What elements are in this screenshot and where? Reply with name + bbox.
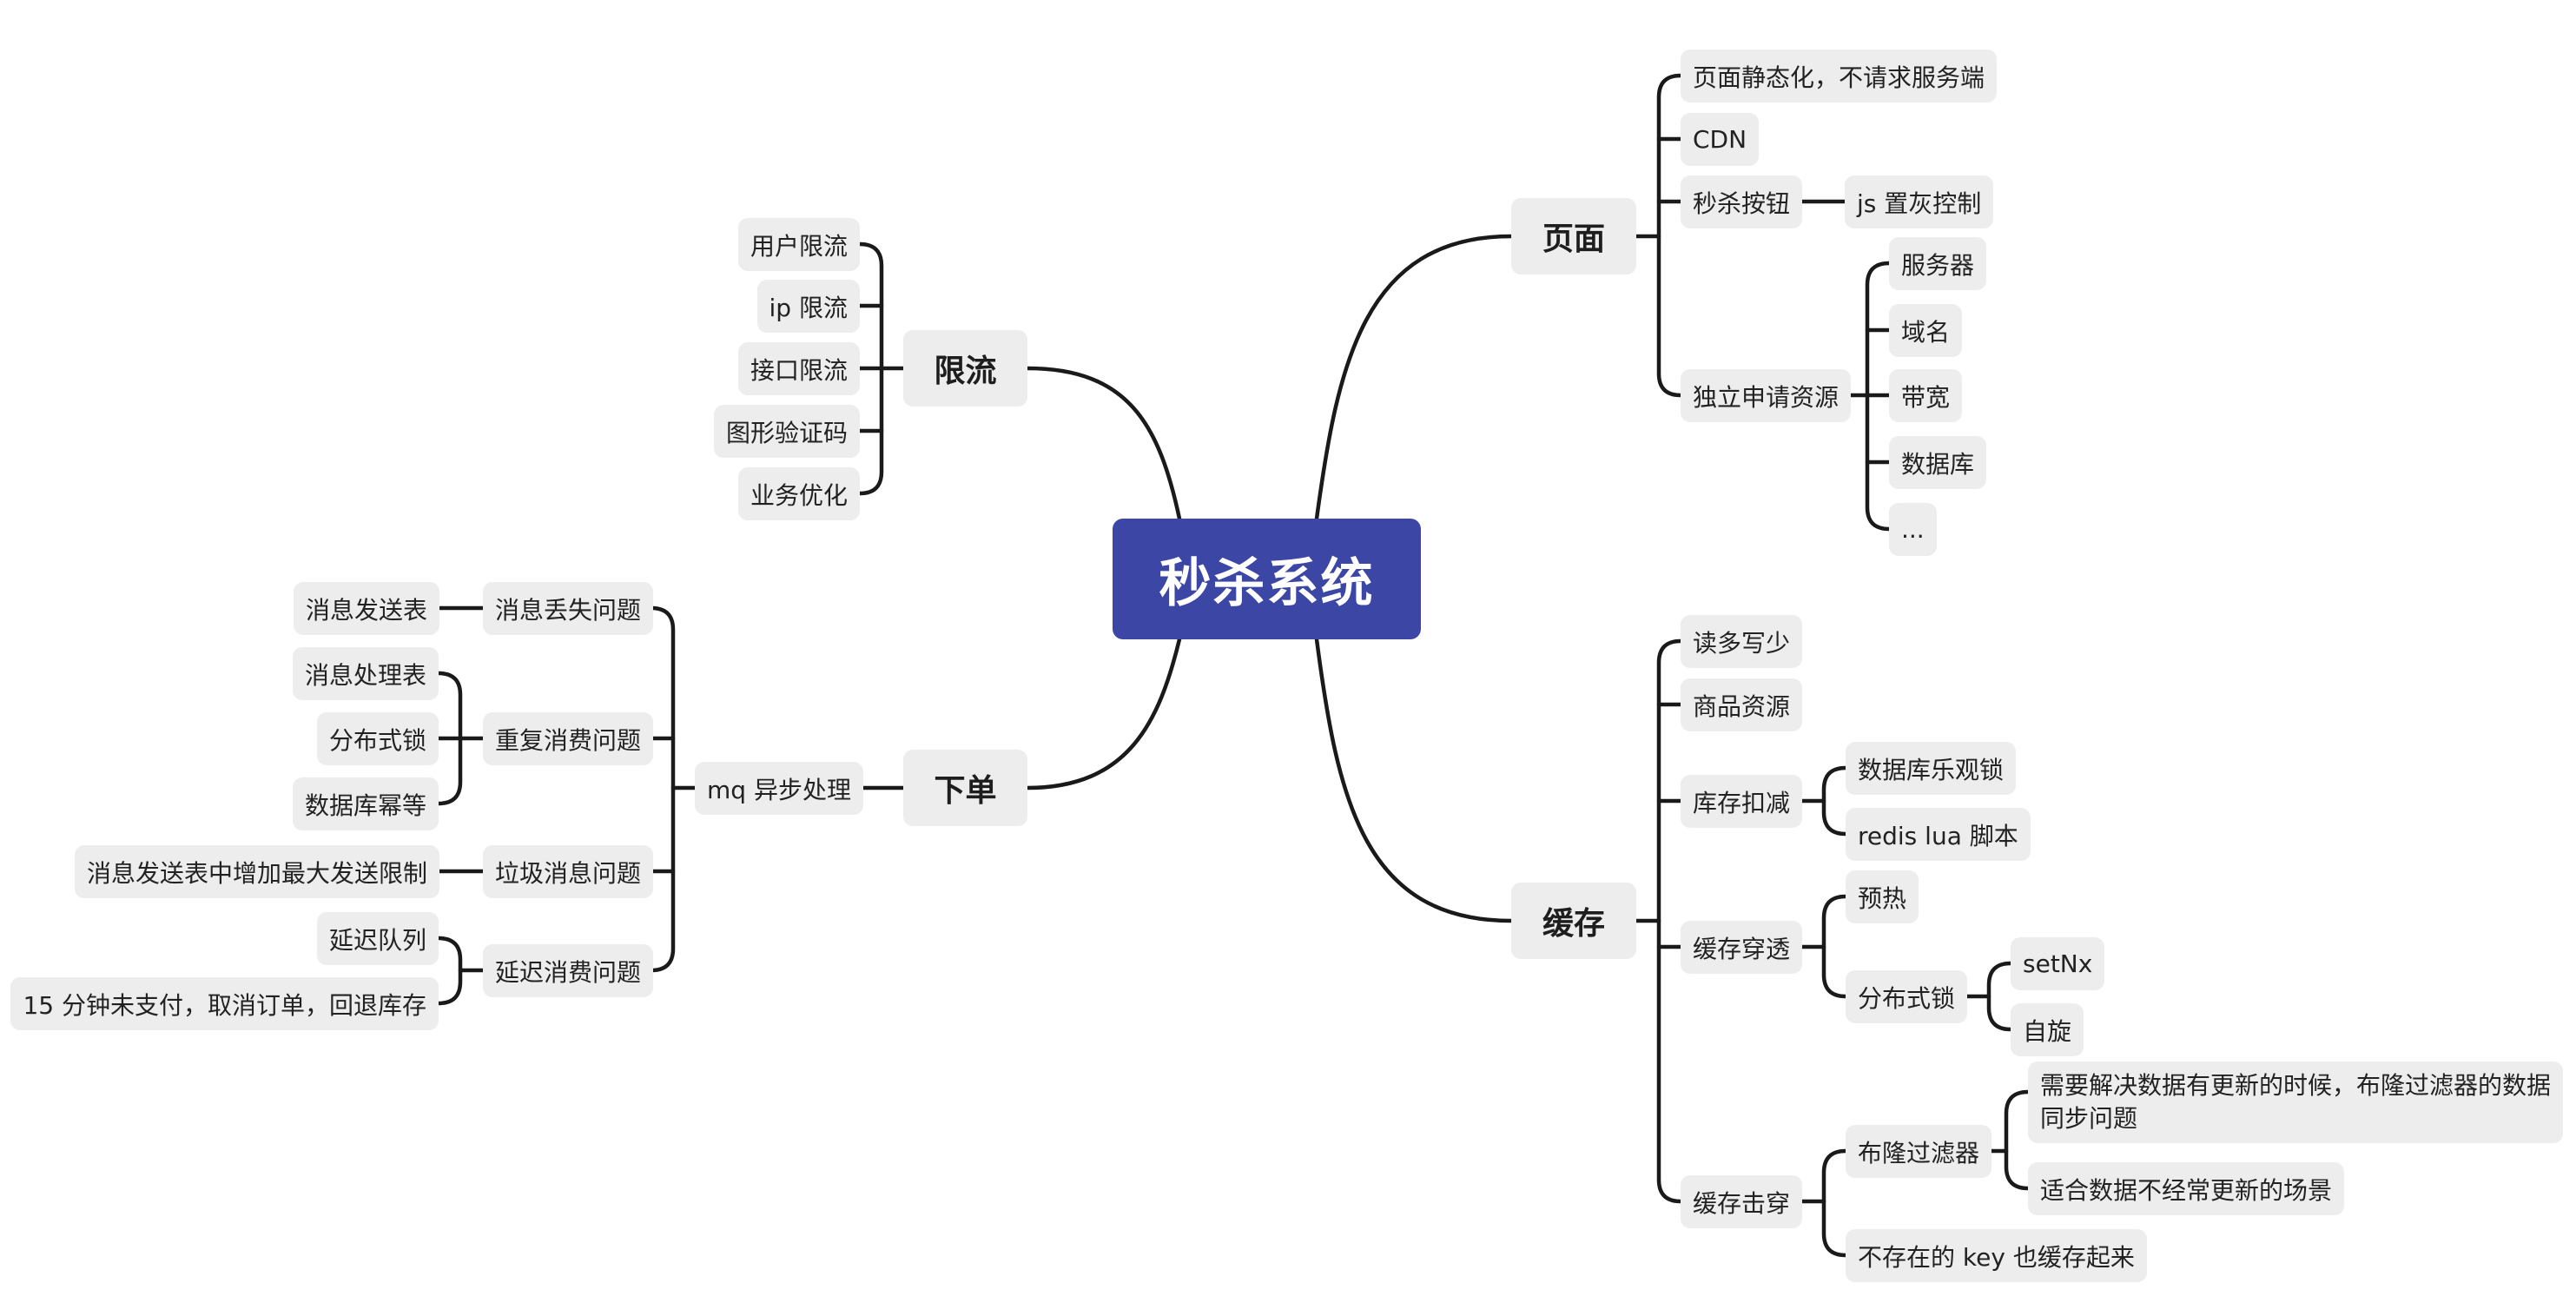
node-seckill-button[interactable]: 秒杀按钮 [1681,175,1803,228]
node-cache-null-key[interactable]: 不存在的 key 也缓存起来 [1846,1229,2147,1282]
node-js-gray[interactable]: js 置灰控制 [1845,175,1994,228]
node-user-limit[interactable]: 用户限流 [737,218,860,271]
node-api-limit[interactable]: 接口限流 [737,342,860,395]
node-stock-deduct[interactable]: 库存扣减 [1681,775,1803,828]
node-bandwidth[interactable]: 带宽 [1889,369,1963,422]
node-delay-consume[interactable]: 延迟消费问题 [483,944,654,997]
node-message-send-table[interactable]: 消息发送表 [293,582,439,635]
node-cache-breakdown[interactable]: 缓存击穿 [1681,1175,1803,1228]
node-ellipsis[interactable]: ... [1889,503,1937,556]
link-root-page [1314,234,1514,521]
node-database[interactable]: 数据库 [1889,436,1987,489]
link-root-cache [1314,637,1514,923]
node-captcha[interactable]: 图形验证码 [713,405,860,458]
node-domain[interactable]: 域名 [1889,304,1963,357]
root-node[interactable]: 秒杀系统 [1113,519,1421,639]
branch-cache[interactable]: 缓存 [1511,883,1636,959]
node-db-idempotent[interactable]: 数据库幂等 [292,777,439,830]
node-read-more[interactable]: 读多写少 [1681,615,1803,668]
node-max-send-limit[interactable]: 消息发送表中增加最大发送限制 [74,845,439,898]
node-cache-penetration[interactable]: 缓存穿透 [1681,921,1803,974]
node-distributed-lock[interactable]: 分布式锁 [1846,970,1968,1023]
node-repeat-consume[interactable]: 重复消费问题 [483,712,654,765]
node-bloom-sync-issue[interactable]: 需要解决数据有更新的时候，布隆过滤器的数据同步问题 [2028,1062,2563,1143]
node-mq-async[interactable]: mq 异步处理 [695,762,863,815]
node-server[interactable]: 服务器 [1889,237,1987,290]
branch-rate-limit[interactable]: 限流 [903,330,1027,407]
node-message-process-table[interactable]: 消息处理表 [292,647,439,700]
node-order-distributed-lock[interactable]: 分布式锁 [316,712,439,765]
branch-page[interactable]: 页面 [1511,198,1636,274]
node-cdn[interactable]: CDN [1681,113,1760,166]
node-page-static[interactable]: 页面静态化，不请求服务端 [1681,50,1998,103]
link-root-order [1025,637,1182,790]
node-ip-limit[interactable]: ip 限流 [756,280,860,333]
node-delay-queue[interactable]: 延迟队列 [316,912,439,965]
node-bloom-rare-update[interactable]: 适合数据不经常更新的场景 [2028,1162,2345,1215]
node-garbage-message[interactable]: 垃圾消息问题 [483,845,654,898]
node-bloom-filter[interactable]: 布隆过滤器 [1846,1125,1992,1178]
node-spin[interactable]: 自旋 [2011,1003,2084,1056]
branch-order[interactable]: 下单 [903,750,1027,826]
node-goods-resource[interactable]: 商品资源 [1681,678,1803,731]
node-setnx[interactable]: setNx [2011,937,2105,990]
link-root-limit [1025,366,1182,521]
node-message-lost[interactable]: 消息丢失问题 [483,582,654,635]
node-independent-resource[interactable]: 独立申请资源 [1681,369,1852,422]
node-db-optimistic-lock[interactable]: 数据库乐观锁 [1846,742,2017,795]
node-business-optimize[interactable]: 业务优化 [737,467,860,520]
node-preheat[interactable]: 预热 [1846,870,1919,923]
node-redis-lua[interactable]: redis lua 脚本 [1846,808,2031,861]
node-cancel-unpaid-order[interactable]: 15 分钟未支付，取消订单，回退库存 [10,977,439,1030]
